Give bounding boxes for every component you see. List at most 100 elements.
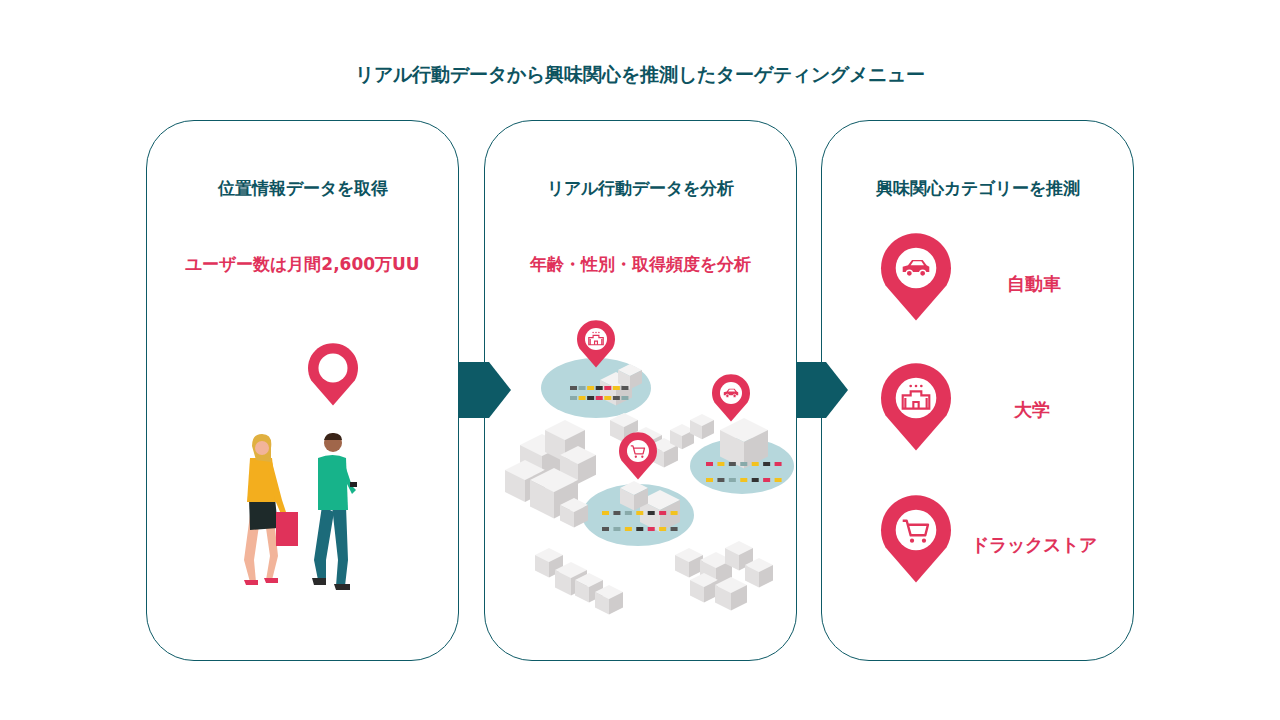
process-panel: 興味関心カテゴリーを推測 [821,120,1134,661]
block-side [530,480,554,518]
door [595,341,598,345]
block-side [745,565,759,587]
building-block [595,585,623,614]
car-dot [729,462,736,466]
car-dot [570,386,577,390]
pin-hole [319,354,348,383]
car-body [724,389,738,395]
block-side [675,555,689,577]
process-panel: リアル行動データを分析年齢・性別・取得頻度を分析 [484,120,797,661]
car-dot [625,511,632,515]
car-dot [717,478,724,482]
pin-hole [720,382,742,404]
panel-heading: 位置情報データを取得 [147,177,458,200]
car-dot [621,386,628,390]
car-dot [659,527,666,531]
panel-subtext: ユーザー数は月間2,600万UU [147,253,458,276]
building-block [715,577,747,611]
location-pin [619,432,657,479]
woman-face [255,441,269,455]
car-dot [752,478,759,482]
wheel [733,394,736,397]
block-side [759,565,773,587]
shopping-bag [276,512,298,546]
wheel [641,456,643,458]
location-pin [881,495,951,582]
car-dot [613,386,620,390]
block-side [702,420,714,439]
block-side [690,420,702,439]
city-illustration [505,358,794,614]
cart-icon [631,446,645,458]
car-dot [596,386,603,390]
block-side [578,455,596,484]
star [595,332,596,333]
location-pin [881,363,951,450]
car-dot [587,396,594,400]
shoe [312,578,326,585]
block-side [664,445,678,467]
wheel [910,539,914,543]
building-block [690,414,714,439]
car-dot [636,527,643,531]
star [915,385,918,388]
woman-skirt [249,498,278,530]
car-dot [648,511,655,515]
building-block [720,418,768,468]
wheel [920,270,926,276]
wheel [906,270,912,276]
star [592,332,593,333]
block-side [609,592,623,614]
woman-arm [268,462,286,514]
building-block [675,548,703,577]
wheel [635,456,637,458]
location-pin [308,343,358,405]
diagram-title: リアル行動データから興味関心を推測したターゲティングメニュー [0,62,1280,88]
car-dot [763,478,770,482]
block-side [731,585,747,611]
block-side [610,420,624,442]
building [589,335,603,344]
pin-shape [577,320,615,367]
block-side [630,370,642,389]
building-block [620,481,648,510]
window [728,389,735,391]
car-dot [671,511,678,515]
car-dot [763,462,770,466]
wheel [922,539,926,543]
car-dot [579,396,586,400]
pin-hole [585,328,607,350]
cart [903,521,928,536]
car-dot [729,478,736,482]
pin-shape [881,363,951,450]
window [911,261,924,265]
pin-hole [896,378,937,419]
school-icon [903,385,930,409]
building-block [560,498,588,527]
car-icon [903,260,930,276]
process-panel: 位置情報データを取得ユーザー数は月間2,600万UU [146,120,459,661]
woman-hair [252,434,271,462]
man-shirt [318,455,348,510]
block-side [595,592,609,614]
block-side [535,555,549,577]
car-body [903,260,930,272]
panel-subtext: 年齢・性別・取得頻度を分析 [485,253,796,276]
people-illustration [244,433,357,590]
car-dot [604,396,611,400]
smartphone [350,482,357,487]
car-dot [570,396,577,400]
door [913,402,918,409]
block-side [575,580,589,602]
block-side [600,380,616,406]
shoe [244,580,258,585]
car-dot [648,527,655,531]
block-arrow [797,362,848,418]
car-dot [579,386,586,390]
pin-shape [619,432,657,479]
block-side [670,430,682,449]
star [909,385,912,388]
car-dot [602,527,609,531]
